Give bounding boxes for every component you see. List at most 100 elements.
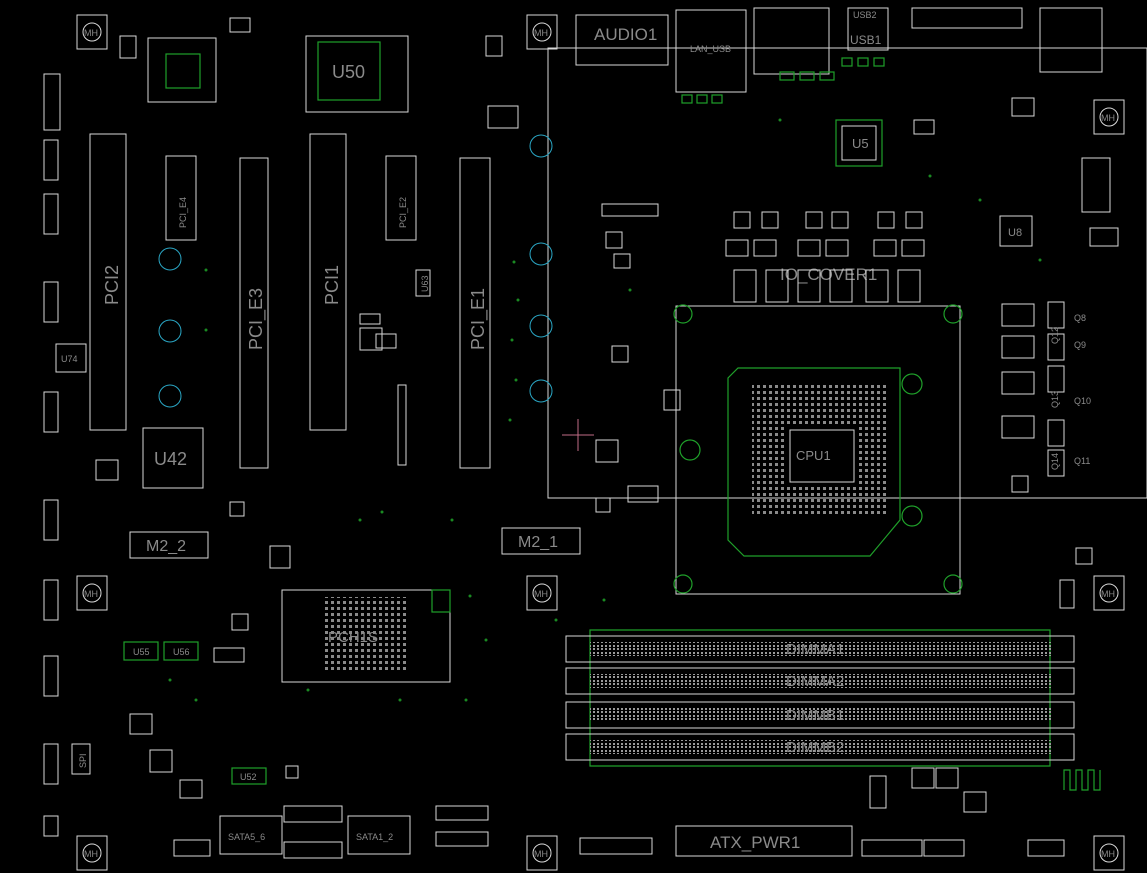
usb2-label: USB2 [853,10,877,20]
io-cover1-label: IO_COVER1 [780,265,877,284]
atx-pwr1-label: ATX_PWR1 [710,833,800,852]
pci-e2-label: PCI_E2 [398,197,408,228]
u63-label: U63 [420,275,430,292]
pci-e4-label: PCI_E4 [178,197,188,228]
u50-chip: U50 [305,35,409,113]
pci-e3-label: PCI_E3 [246,288,267,350]
mh-label: MH [534,28,548,38]
small-components [43,17,1119,857]
cpu1-label: CPU1 [796,448,831,463]
sata-connectors: SATA5_6 SATA1_2 [219,805,411,859]
m2-slots: M2_2 M2_1 [129,527,581,559]
mounting-hole: MH [526,14,558,50]
u5-chip: U5 [835,119,883,167]
dimma1-slot: DIMMA1 [565,635,1075,663]
mh-label: MH [534,589,548,599]
pci-e4-slot: PCI_E4 [165,155,197,241]
q14-label: Q14 [1050,453,1060,470]
drill-holes [158,134,553,408]
sata5-6-connector: SATA5_6 [219,815,283,855]
pci2-slot: PCI2 [89,133,127,431]
serial-connector [1039,7,1103,73]
mounting-hole: MH [76,835,108,871]
left-chips: U50 U42 U74 [55,35,409,489]
pch-chip: PCH1S [281,589,451,683]
lan-usb-label: LAN_USB [690,44,731,54]
pch-label: PCH1S [328,629,378,646]
pci-e3-slot: PCI_E3 [239,157,269,469]
dimma2-slot: DIMMA2 [565,667,1075,695]
m2-1-label: M2_1 [518,534,558,551]
m2-2-slot: M2_2 [129,531,209,559]
mh-label: MH [1101,589,1115,599]
dimmb1-label: DIMMB1 [786,707,844,724]
slot-latch [397,384,407,466]
vrm-mosfets: Q8 Q9 Q10 Q11 Q12 Q13 Q14 U8 [725,211,1091,477]
pci1-label: PCI1 [322,265,342,305]
audio-jack-block [575,14,669,66]
pci2-label: PCI2 [102,265,122,305]
pch-ball-array [324,597,406,671]
u8-chip: U8 [999,215,1033,247]
socket-outline [675,305,961,595]
cpu-socket: CPU1 IO_COVER1 [562,265,963,595]
m2-1-slot: M2_1 [501,527,581,555]
u8-label: U8 [1008,227,1022,239]
expansion-slots: PCI2 PCI_E4 PCI_E3 PCI1 PCI_E2 PCI_E1 U6… [89,133,491,469]
pci1-slot: PCI1 [309,133,347,431]
u50-label: U50 [332,62,365,82]
u52-label: U52 [240,772,257,782]
dimma1-label: DIMMA1 [786,641,844,658]
usb1-label: USB1 [850,33,882,47]
mounting-hole: MH [1093,835,1125,871]
lan-usb-connector [675,9,747,93]
mh-label: MH [534,849,548,859]
mh-label: MH [84,589,98,599]
mounting-hole: MH [526,835,558,871]
mh-label: MH [1101,113,1115,123]
usb1-connector [847,7,889,51]
dimmb2-slot: DIMMB2 [565,733,1075,761]
u74-label: U74 [61,354,78,364]
m2-2-label: M2_2 [146,538,186,555]
display-header [911,7,1023,29]
u74-chip: U74 [55,343,87,373]
mounting-hole: MH [1093,99,1125,135]
pci-e1-slot: PCI_E1 [459,157,491,469]
dimma2-label: DIMMA2 [786,673,844,690]
u42-chip: U42 [142,427,204,489]
dimmb1-slot: DIMMB1 [565,701,1075,729]
mounting-hole: MH [526,575,558,611]
sata1-2-connector: SATA1_2 [347,815,411,855]
serpentine-trace [1063,769,1101,791]
q9-label: Q9 [1074,340,1086,350]
mh-label: MH [84,849,98,859]
pci-e2-slot: PCI_E2 [385,155,417,241]
u42-label: U42 [154,449,187,469]
mounting-hole: MH [76,14,108,50]
atx-power-connector: ATX_PWR1 [675,825,853,857]
dimmb2-label: DIMMB2 [786,739,844,756]
io-region: AUDIO1 LAN_USB USB1 USB2 U5 [547,7,1147,499]
u56-label: U56 [173,647,190,657]
u63-chip [415,269,431,297]
spi-label: SPI [78,753,88,768]
mh-label: MH [1101,849,1115,859]
mounting-hole: MH [76,575,108,611]
q8-label: Q8 [1074,313,1086,323]
q13-label: Q13 [1050,391,1060,408]
sata5-6-label: SATA5_6 [228,832,265,842]
u55-label: U55 [133,647,150,657]
audio1-label: AUDIO1 [594,25,657,44]
sata1-2-label: SATA1_2 [356,832,393,842]
via-dots [168,118,1042,702]
mounting-hole: MH [1093,575,1125,611]
dimm-slots: DIMMA1 DIMMA2 DIMMB1 DIMMB2 [565,629,1101,791]
q12-label: Q12 [1050,327,1060,344]
usb-stack-connector [753,7,830,75]
pci-e1-label: PCI_E1 [468,288,489,350]
q11-label: Q11 [1074,456,1090,466]
q10-label: Q10 [1074,396,1091,406]
mh-label: MH [84,28,98,38]
